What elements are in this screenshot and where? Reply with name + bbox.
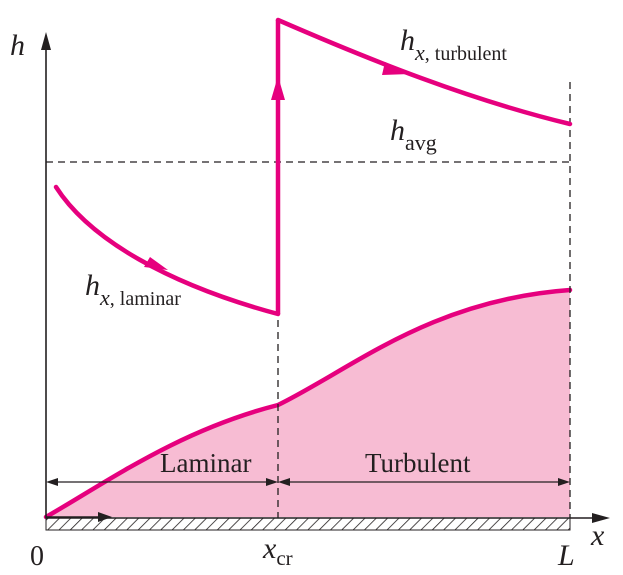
- y-axis-arrow-icon: [41, 32, 51, 50]
- turbulent-span-right-arrow-icon: [558, 478, 570, 486]
- x-axis-label: x: [590, 519, 605, 552]
- laminar-direction-arrow-icon: [144, 257, 168, 270]
- turbulent-direction-arrow-icon: [382, 62, 410, 75]
- turbulent-h-label: hx, turbulent: [400, 24, 507, 65]
- turbulent-span-left-arrow-icon: [278, 478, 290, 486]
- transition-jump-arrow-icon: [271, 76, 285, 100]
- laminar-span-left-arrow-icon: [46, 478, 58, 486]
- y-axis-label: h: [10, 29, 25, 62]
- turbulent-h-curve: [275, 17, 573, 127]
- laminar-region-label: Laminar: [160, 448, 251, 478]
- turbulent-region-label: Turbulent: [365, 448, 471, 478]
- boundary-layer-fill: [46, 290, 570, 517]
- transition-label: xcr: [262, 532, 293, 570]
- flow-direction-arrow-icon: [98, 512, 112, 522]
- laminar-span-right-arrow-icon: [266, 478, 278, 486]
- laminar-h-curve: [53, 184, 281, 317]
- plate-end-label: L: [557, 539, 575, 572]
- flat-plate: [45, 517, 571, 531]
- origin-label: 0: [30, 541, 44, 572]
- x-axis-arrow-icon: [592, 513, 610, 523]
- laminar-h-label: hx, laminar: [85, 269, 181, 310]
- h-avg-label: havg: [390, 114, 437, 155]
